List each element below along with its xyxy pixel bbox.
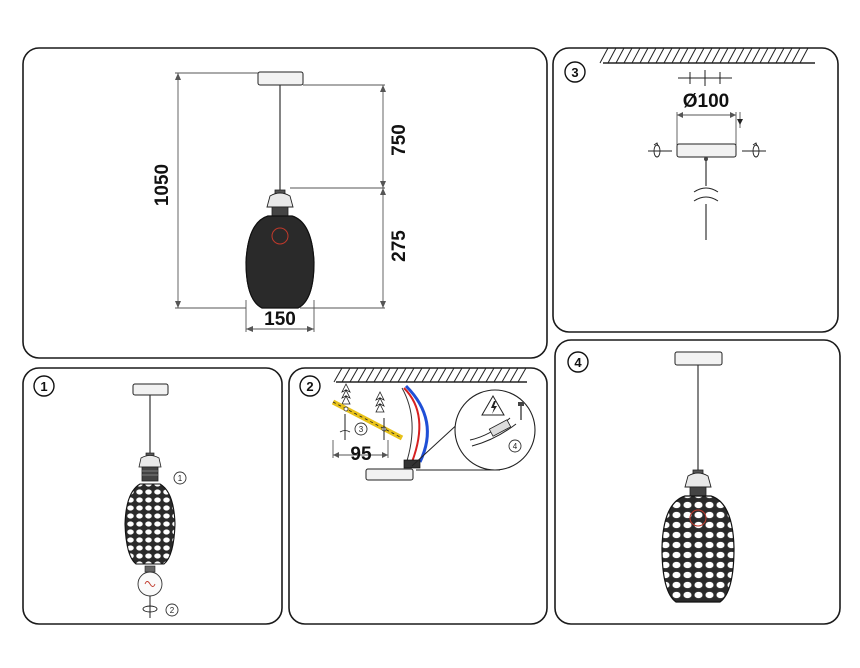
panel-step-2: 2	[288, 367, 548, 625]
step-badge	[33, 375, 55, 397]
canopy	[676, 143, 737, 158]
step-badge	[564, 61, 586, 83]
callout-number: 3	[359, 425, 364, 434]
lamp-holder	[266, 189, 294, 217]
shade	[661, 495, 735, 603]
callout-badge	[165, 603, 179, 617]
terminal-block	[403, 459, 421, 469]
step-number: 1	[40, 379, 47, 394]
high-voltage-warning-icon	[481, 395, 505, 416]
shade	[124, 483, 176, 565]
rotate-arrow-icon	[648, 142, 672, 158]
callout-number: 2	[170, 606, 175, 615]
canopy	[674, 351, 723, 366]
step-badge	[299, 375, 321, 397]
wire-red	[403, 387, 421, 463]
dim-cord-length: 750	[389, 124, 410, 156]
canopy	[132, 383, 169, 396]
panel-step-1: 1 1 2	[22, 367, 283, 625]
rotate-arrow-icon	[142, 605, 158, 613]
screw-icon	[339, 414, 351, 440]
dim-mount-spacing: 95	[350, 444, 372, 465]
dim-shade-height: 275	[389, 230, 410, 262]
screw-icon	[518, 402, 524, 420]
shade	[245, 215, 315, 309]
step-number: 2	[306, 379, 313, 394]
callout-badge	[354, 422, 368, 436]
callout-number: 4	[513, 442, 518, 451]
wall-anchor-icon	[375, 391, 385, 413]
step-number: 4	[574, 355, 582, 370]
panel-dimensions: 1050 750 275 150	[22, 47, 548, 359]
ceiling-hatch	[599, 47, 809, 64]
panel-step-3: 3 Ø100	[552, 47, 839, 333]
lamp-socket	[138, 452, 162, 482]
dim-canopy-diameter: Ø100	[683, 91, 729, 112]
step-badge	[567, 351, 589, 373]
wire-blue	[404, 384, 429, 463]
panel-step-4: 4	[554, 339, 841, 625]
dim-shade-width: 150	[264, 309, 296, 330]
rotate-arrow-icon	[742, 142, 766, 158]
bulb	[137, 565, 163, 597]
callout-badge	[508, 439, 522, 453]
bulb-filament	[271, 227, 289, 245]
lamp-holder	[684, 469, 712, 497]
canopy	[257, 71, 304, 86]
dim-total-height: 1050	[152, 164, 173, 206]
callout-badge	[173, 471, 187, 485]
step-number: 3	[571, 65, 578, 80]
callout-number: 1	[178, 474, 183, 483]
bulb-filament	[689, 509, 707, 527]
wall-anchor-icon	[341, 383, 351, 405]
canopy	[365, 468, 414, 481]
